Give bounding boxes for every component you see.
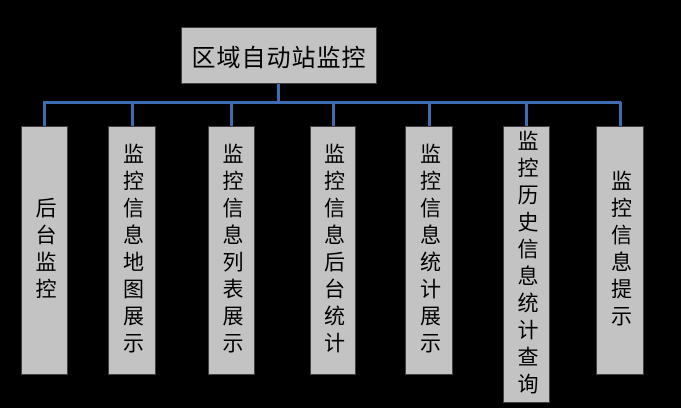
- root-node-regional-auto-station-monitoring: 区域自动站监控: [181, 27, 377, 84]
- node-monitoring-info-stats-display: 监控信息统计展示: [405, 126, 453, 375]
- connector-drop-5: [428, 102, 431, 127]
- node-label: 监控信息地图展示: [120, 142, 145, 359]
- node-label: 监控信息列表展示: [220, 142, 244, 359]
- node-label: 监控历史信息统计查询: [515, 129, 539, 400]
- connector-drop-7: [619, 102, 622, 127]
- node-monitoring-history-stats-query: 监控历史信息统计查询: [503, 126, 550, 403]
- connector-drop-2: [131, 102, 134, 127]
- connector-drop-1: [43, 102, 46, 127]
- connector-drop-3: [230, 102, 233, 127]
- connector-root-stem: [277, 84, 280, 103]
- node-label: 监控信息统计展示: [417, 142, 442, 359]
- root-node-label: 区域自动站监控: [191, 46, 367, 72]
- node-monitoring-info-backend-stats: 监控信息后台统计: [310, 126, 356, 375]
- node-backend-monitoring: 后台监控: [21, 126, 68, 375]
- node-label: 后台监控: [33, 196, 57, 305]
- node-label: 监控信息后台统计: [321, 142, 346, 359]
- node-monitoring-info-list-display: 监控信息列表展示: [208, 126, 255, 375]
- connector-drop-6: [525, 102, 528, 127]
- connector-drop-4: [332, 102, 335, 127]
- node-label: 监控信息提示: [608, 169, 633, 332]
- node-monitoring-info-alert: 监控信息提示: [596, 126, 644, 375]
- node-monitoring-info-map-display: 监控信息地图展示: [108, 126, 156, 375]
